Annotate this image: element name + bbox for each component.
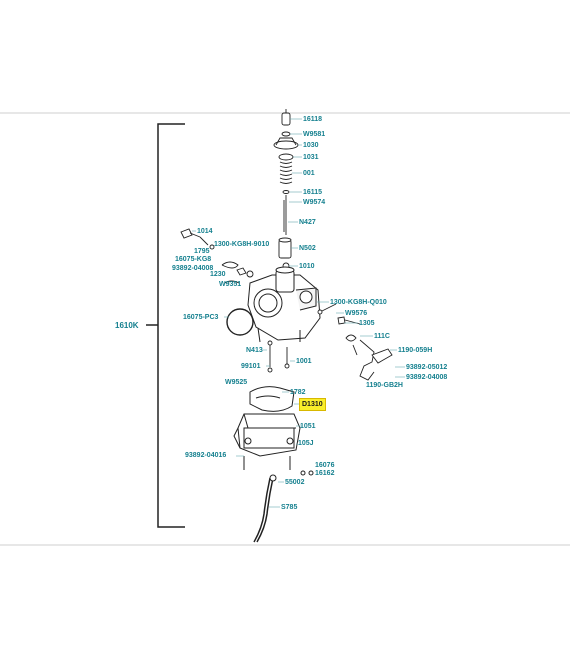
label-w9525: W9525 — [225, 379, 248, 386]
label-1300-kg8h-9010: 1300-KG8H-9010 — [214, 241, 270, 248]
assembly-bracket — [146, 123, 185, 528]
label-1610k: 1610K — [115, 321, 139, 330]
leader-lines — [192, 118, 405, 508]
jet-needles — [267, 340, 290, 373]
label-93892-05012: 93892-05012 — [406, 364, 448, 371]
label-d1310-highlighted: D1310 — [299, 398, 326, 411]
label-16076: 16076 — [315, 462, 335, 469]
label-16075-pc3: 16075-PC3 — [183, 314, 219, 321]
label-w9576: W9576 — [345, 310, 368, 317]
label-n427: N427 — [299, 219, 316, 226]
label-n502: N502 — [299, 245, 316, 252]
label-s785: S785 — [281, 504, 298, 511]
label-1190-059h: 1190-059H — [398, 347, 433, 354]
label-1031: 1031 — [303, 154, 319, 161]
plunger-stack — [273, 109, 299, 270]
right-small-parts — [317, 303, 393, 381]
label-n413: N413 — [246, 347, 263, 354]
label-93892-04016: 93892-04016 — [185, 452, 227, 459]
label-w9581: W9581 — [303, 131, 326, 138]
label-93892-04008-b: 93892-04008 — [406, 374, 448, 381]
label-1795: 1795 — [194, 248, 210, 255]
label-16115: 16115 — [303, 189, 323, 196]
label-55002: 55002 — [285, 479, 305, 486]
carburetor-body — [247, 266, 321, 343]
label-1782: 1782 — [290, 389, 306, 396]
label-w9574: W9574 — [303, 199, 326, 206]
float-bowl — [233, 386, 314, 476]
label-105j: 105J — [298, 440, 314, 447]
label-1030: 1030 — [303, 142, 319, 149]
drain-hose — [253, 474, 277, 543]
label-1010: 1010 — [299, 263, 315, 270]
label-1014: 1014 — [197, 228, 213, 235]
label-93892-04008-a: 93892-04008 — [172, 265, 214, 272]
label-1051: 1051 — [300, 423, 316, 430]
label-111c: 111C — [374, 333, 390, 340]
label-1300-kg8h-q010: 1300-KG8H-Q010 — [330, 299, 387, 306]
label-16118: 16118 — [303, 116, 323, 123]
label-w9351: W9351 — [219, 281, 242, 288]
label-1305: 1305 — [359, 320, 375, 327]
label-001: 001 — [303, 170, 315, 177]
label-16162: 16162 — [315, 470, 335, 477]
label-1001: 1001 — [296, 358, 312, 365]
label-1230: 1230 — [210, 271, 226, 278]
left-small-parts — [180, 228, 254, 336]
label-1190-gb2h: 1190-GB2H — [366, 382, 403, 389]
label-99101: 99101 — [241, 363, 261, 370]
label-16075-kg8: 16075-KG8 — [175, 256, 212, 263]
